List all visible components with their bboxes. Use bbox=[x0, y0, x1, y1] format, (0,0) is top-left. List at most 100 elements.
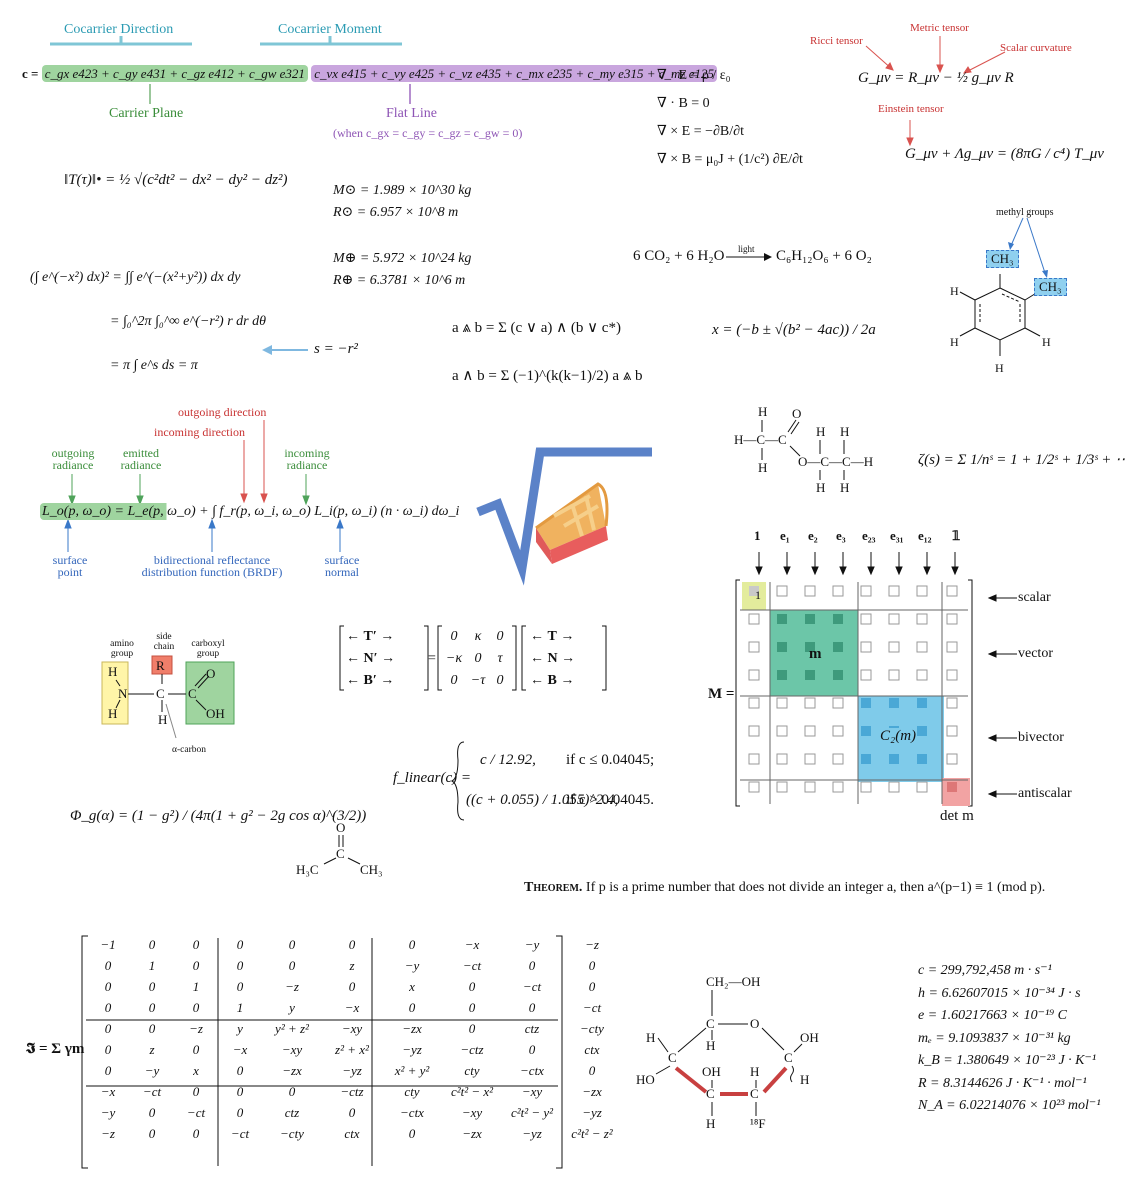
earth-mass: M⊕ = 5.972 × 10^24 kg bbox=[333, 251, 472, 266]
inertia-cell: −x bbox=[100, 1083, 116, 1099]
flinear-cond-2: if c > 0.04045. bbox=[566, 792, 655, 808]
geo-matrix-arrows bbox=[755, 552, 959, 576]
inertia-cell: −cty bbox=[280, 1125, 304, 1141]
geo-matrix-cell bbox=[916, 585, 928, 597]
geo-label-antiscalar: antiscalar bbox=[1018, 786, 1072, 801]
physical-constants: c = 299,792,458 m · s⁻¹ h = 6.62607015 ×… bbox=[918, 960, 1101, 1118]
inertia-cell: −z bbox=[285, 978, 299, 994]
geo-matrix-cell bbox=[804, 781, 816, 793]
inertia-cell: x bbox=[193, 1062, 199, 1078]
inertia-cell: 0 bbox=[408, 999, 416, 1015]
inertia-cell: 0 bbox=[348, 978, 356, 994]
methyl-group-2: CH₃ bbox=[1034, 278, 1067, 296]
geo-matrix-cell bbox=[776, 697, 788, 709]
square-root-of-pie bbox=[476, 447, 652, 586]
metric-tensor-label: Metric tensor bbox=[910, 22, 969, 34]
inertia-cell: 1 bbox=[236, 999, 244, 1015]
inertia-cell: −xy bbox=[461, 1104, 483, 1120]
inertia-cell: 0 bbox=[408, 936, 416, 952]
inertia-cell: z bbox=[349, 957, 355, 973]
proper-time-norm: ‖T(τ)‖• = ½ √(c²dt² − dx² − dy² − dz²) bbox=[64, 172, 288, 188]
inertia-cell: c²t² − x² bbox=[450, 1083, 494, 1099]
const-gas: R = 8.3144626 J · K⁻¹ · mol⁻¹ bbox=[918, 1075, 1087, 1091]
geo-one: 1 bbox=[755, 588, 761, 602]
substitution-label: s = −r² bbox=[314, 341, 358, 357]
inertia-cell: 0 bbox=[104, 999, 112, 1015]
frenet-nprime: N′ bbox=[363, 651, 378, 666]
frenet-equals: = bbox=[428, 651, 436, 666]
inertia-cell: 0 bbox=[104, 1020, 112, 1036]
geo-matrix-cell bbox=[805, 642, 815, 652]
geo-matrix-cell bbox=[889, 754, 899, 764]
inertia-cell: 0 bbox=[148, 978, 156, 994]
acetone-c: C bbox=[336, 846, 345, 861]
quadratic-formula: x = (−b ± √(b² − 4ac)) / 2a bbox=[712, 322, 876, 338]
inertia-cell: −y bbox=[144, 1062, 160, 1078]
geo-matrix-cell bbox=[833, 614, 843, 624]
svg-text:OH: OH bbox=[702, 1064, 721, 1079]
inertia-cell: −yz bbox=[582, 1104, 602, 1120]
inertia-cell: −ct bbox=[462, 957, 482, 973]
svg-text:H: H bbox=[840, 480, 849, 495]
geo-matrix-cell bbox=[860, 585, 872, 597]
svg-text:H: H bbox=[750, 1064, 759, 1079]
cocarrier-brackets bbox=[50, 36, 411, 104]
emitted-radiance-label: emitted radiance bbox=[120, 446, 162, 472]
maxwell-eq-2: ∇ · B = 0 bbox=[657, 96, 710, 111]
svg-text:H: H bbox=[706, 1116, 715, 1131]
antiwedge-eq: a ⩓ b = Σ (c ∨ a) ∧ (b ∨ c*) bbox=[452, 320, 621, 336]
methyl-groups-label: methyl groups bbox=[996, 207, 1054, 218]
svg-text:¹⁸F: ¹⁸F bbox=[750, 1116, 766, 1131]
flat-line-condition: (when c_gx = c_gy = c_gz = c_gw = 0) bbox=[333, 126, 523, 140]
einstein-eq-1: G_μν = R_μν − ½ g_μν R bbox=[858, 70, 1014, 86]
inertia-cell: 0 bbox=[192, 1125, 200, 1141]
einstein-arrows bbox=[865, 36, 1006, 147]
inertia-cell: 0 bbox=[104, 1041, 112, 1057]
geo-matrix-cell bbox=[917, 698, 927, 708]
geo-matrix-cell bbox=[946, 585, 958, 597]
inertia-cell: x bbox=[409, 978, 415, 994]
inertia-cell: 0 bbox=[104, 978, 112, 994]
geo-label-bivector: bivector bbox=[1018, 730, 1064, 745]
geo-matrix-cell bbox=[917, 754, 927, 764]
maxwell-eq-1: ∇ · E = ρ / ε₀ bbox=[657, 68, 731, 83]
inertia-cell: −zx bbox=[462, 1125, 482, 1141]
geo-matrix-cell bbox=[888, 669, 900, 681]
inertia-cell: x² + y² bbox=[394, 1062, 430, 1078]
inertia-cell: c²t² − y² bbox=[510, 1104, 554, 1120]
inertia-cell: 0 bbox=[408, 1125, 416, 1141]
photosynthesis-lhs: 6 CO₂ + 6 H₂O bbox=[633, 248, 725, 264]
svg-text:O: O bbox=[750, 1016, 759, 1031]
geo-matrix-cell bbox=[888, 781, 900, 793]
const-speed-of-light: c = 299,792,458 m · s⁻¹ bbox=[918, 963, 1052, 978]
inertia-cell: 0 bbox=[192, 936, 200, 952]
svg-text:H: H bbox=[816, 480, 825, 495]
inertia-cell: 0 bbox=[236, 936, 244, 952]
svg-text:OH: OH bbox=[206, 706, 225, 721]
geo-matrix-cell bbox=[916, 613, 928, 625]
inertia-cell: 0 bbox=[348, 936, 356, 952]
inertia-cell: 0 bbox=[348, 1104, 356, 1120]
inertia-cell: 0 bbox=[236, 1104, 244, 1120]
svg-text:H: H bbox=[758, 404, 767, 419]
svg-text:R: R bbox=[156, 658, 165, 673]
geo-matrix-cell bbox=[749, 586, 759, 596]
geo-header-e23: e₂₃ bbox=[862, 528, 876, 543]
geo-matrix-cell bbox=[916, 781, 928, 793]
inertia-cell: 0 bbox=[192, 1083, 200, 1099]
inertia-cell: 0 bbox=[468, 999, 476, 1015]
inertia-cell: ctz bbox=[524, 1020, 540, 1036]
inertia-cell: −yz bbox=[342, 1062, 362, 1078]
inertia-cell: y² + z² bbox=[275, 1020, 309, 1036]
surface-normal-label: surface normal bbox=[324, 553, 360, 579]
const-elementary-charge: e = 1.60217663 × 10⁻¹⁹ C bbox=[918, 1008, 1067, 1023]
inertia-cell: −x bbox=[344, 999, 360, 1015]
